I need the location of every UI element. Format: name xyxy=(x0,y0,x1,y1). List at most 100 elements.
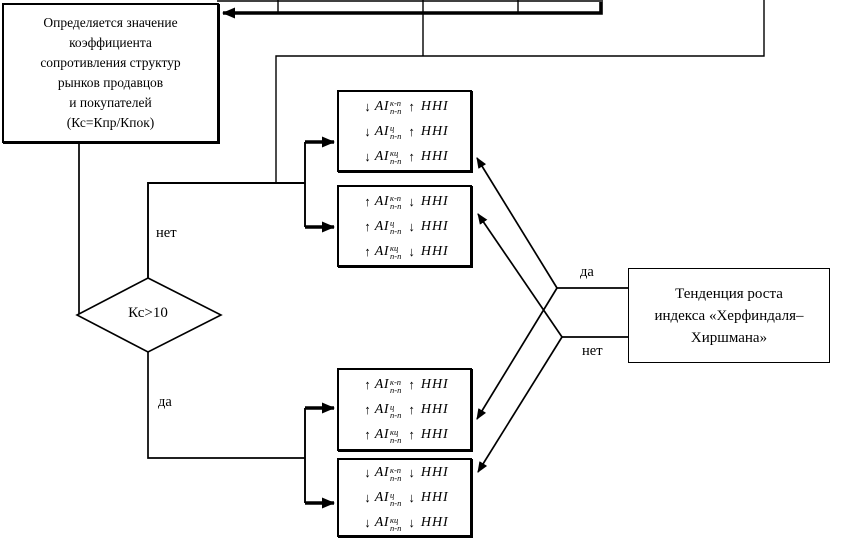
ai-indices: ц п-п xyxy=(389,490,402,508)
ai-indices: ц п-п xyxy=(389,123,402,141)
formula-row: ↓ AI ц п-п ↓ HHI xyxy=(360,485,448,510)
hhi-trend-box: Тенденция роста индекса «Херфиндаля– Хир… xyxy=(628,268,830,363)
hhi-direction-arrow: ↓ xyxy=(408,465,415,480)
hhi-trend-line: Тенденция роста xyxy=(675,285,783,302)
hhi-direction-arrow: ↓ xyxy=(408,515,415,530)
decision-diamond-shape xyxy=(75,277,223,353)
hhi-symbol: HHI xyxy=(420,515,449,530)
ai-symbol: AI xyxy=(374,243,389,259)
ai-superscript: кц xyxy=(389,514,399,525)
ai-symbol: AI xyxy=(374,218,389,234)
ai-subscript: п-п xyxy=(389,251,402,261)
ai-subscript: п-п xyxy=(389,522,402,533)
ai-subscript: п-п xyxy=(389,156,402,166)
ai-direction-arrow: ↓ xyxy=(364,515,371,530)
ai-subscript: п-п xyxy=(389,131,402,141)
ai-superscript: ц xyxy=(389,123,395,133)
ai-indices: к-п п-п xyxy=(389,99,402,116)
hhi-trend-line: Хиршмана» xyxy=(690,329,768,346)
hhi-symbol: HHI xyxy=(420,98,449,114)
hhi-symbol: HHI xyxy=(420,123,449,139)
start-box: Определяется значение коэффициента сопро… xyxy=(2,3,219,143)
ai-superscript: кц xyxy=(389,243,399,253)
ai-symbol: AI xyxy=(374,98,389,114)
ai-superscript: ц xyxy=(389,401,395,412)
ai-subscript: п-п xyxy=(389,434,402,445)
hhi-symbol: HHI xyxy=(420,148,449,164)
hhi-no-arrow-to-box4 xyxy=(477,336,563,473)
formula-row: ↓ AI к-п п-п ↓ HHI xyxy=(360,460,448,485)
start-box-line: коэффициента xyxy=(69,35,152,50)
decision-label: Кс>10 xyxy=(128,305,168,321)
label-no-left: нет xyxy=(154,225,179,241)
feedback-arrow xyxy=(222,2,603,19)
ai-superscript: кц xyxy=(389,426,399,437)
hhi-direction-arrow: ↑ xyxy=(408,148,415,164)
ai-indices: к-п п-п xyxy=(389,194,402,211)
start-box-line: рынков продавцов xyxy=(57,75,164,90)
ai-direction-arrow: ↑ xyxy=(364,427,371,442)
ai-symbol: AI xyxy=(374,123,389,139)
yes-branch-line xyxy=(147,352,305,459)
formula-row: ↓ AI к-п п-п ↑ HHI xyxy=(360,94,448,119)
ai-symbol: AI xyxy=(374,465,389,480)
formula-box-ai-up-hhi-down: ↑ AI к-п п-п ↓ HHI ↑ AI ц п-п ↓ HHI ↑ AI… xyxy=(337,185,472,267)
hhi-direction-arrow: ↓ xyxy=(408,218,415,234)
label-yes-right: да xyxy=(578,264,596,280)
ai-direction-arrow: ↓ xyxy=(364,148,371,164)
ai-direction-arrow: ↑ xyxy=(364,243,371,259)
ai-direction-arrow: ↓ xyxy=(364,123,371,139)
ai-direction-arrow: ↑ xyxy=(364,218,371,234)
ai-subscript: п-п xyxy=(389,106,402,116)
start-box-line: Определяется значение xyxy=(43,15,178,30)
ai-indices: ц п-п xyxy=(389,218,402,236)
hhi-direction-arrow: ↑ xyxy=(408,427,415,442)
ai-symbol: AI xyxy=(374,515,389,530)
hhi-direction-arrow: ↑ xyxy=(408,377,415,392)
ai-symbol: AI xyxy=(374,193,389,209)
label-no-right: нет xyxy=(580,343,605,359)
formula-row: ↑ AI ц п-п ↓ HHI xyxy=(360,214,448,239)
ai-direction-arrow: ↑ xyxy=(364,377,371,392)
formula-box-ai-down-hhi-up: ↓ AI к-п п-п ↑ HHI ↓ AI ц п-п ↑ HHI ↓ AI… xyxy=(337,90,472,172)
ai-superscript: к-п xyxy=(389,376,402,387)
start-box-line: (Кс=Кпр/Кпок) xyxy=(66,115,155,130)
hhi-symbol: HHI xyxy=(420,427,449,442)
hhi-yes-arrow-to-box1 xyxy=(476,157,558,289)
hhi-symbol: HHI xyxy=(420,218,449,234)
ai-superscript: кц xyxy=(389,148,399,158)
start-box-line: и покупателей xyxy=(69,95,152,110)
hhi-symbol: HHI xyxy=(420,377,449,392)
ai-subscript: п-п xyxy=(389,226,402,236)
upper-right-feedback-line xyxy=(275,0,765,183)
ai-indices: кц п-п xyxy=(389,426,402,445)
ai-superscript: ц xyxy=(389,218,395,228)
ai-indices: к-п п-п xyxy=(389,376,402,395)
formula-row: ↓ AI кц п-п ↓ HHI xyxy=(360,510,448,535)
hhi-symbol: HHI xyxy=(420,402,449,417)
ai-symbol: AI xyxy=(374,402,389,417)
formula-box-ai-down-hhi-down: ↓ AI к-п п-п ↓ HHI ↓ AI ц п-п ↓ HHI ↓ AI… xyxy=(337,458,472,537)
formula-box-ai-up-hhi-up: ↑ AI к-п п-п ↑ HHI ↑ AI ц п-п ↑ HHI ↑ AI… xyxy=(337,368,472,451)
ai-indices: кц п-п xyxy=(389,148,402,166)
ai-indices: кц п-п xyxy=(389,243,402,261)
hhi-yes-arrow-to-box3 xyxy=(476,287,558,420)
formula-row: ↑ AI к-п п-п ↓ HHI xyxy=(360,189,448,214)
hhi-symbol: HHI xyxy=(420,465,449,480)
ai-indices: кц п-п xyxy=(389,514,402,533)
ai-subscript: п-п xyxy=(389,201,402,211)
ai-indices: ц п-п xyxy=(389,401,401,419)
ai-subscript: п-п xyxy=(389,384,402,395)
hhi-direction-arrow: ↑ xyxy=(408,402,415,417)
formula-row: ↑ AI кц п-п ↑ HHI xyxy=(360,422,448,447)
hhi-direction-arrow: ↑ xyxy=(408,98,415,114)
ai-symbol: AI xyxy=(374,377,389,392)
formula-row: ↓ AI ц п-п ↑ HHI xyxy=(360,119,448,144)
ai-symbol: AI xyxy=(374,427,389,442)
ai-subscript: п-п xyxy=(389,497,402,508)
hhi-symbol: HHI xyxy=(420,243,449,259)
hhi-symbol: HHI xyxy=(420,193,449,209)
start-to-decision-line xyxy=(77,143,80,316)
label-yes-left: да xyxy=(156,394,174,410)
